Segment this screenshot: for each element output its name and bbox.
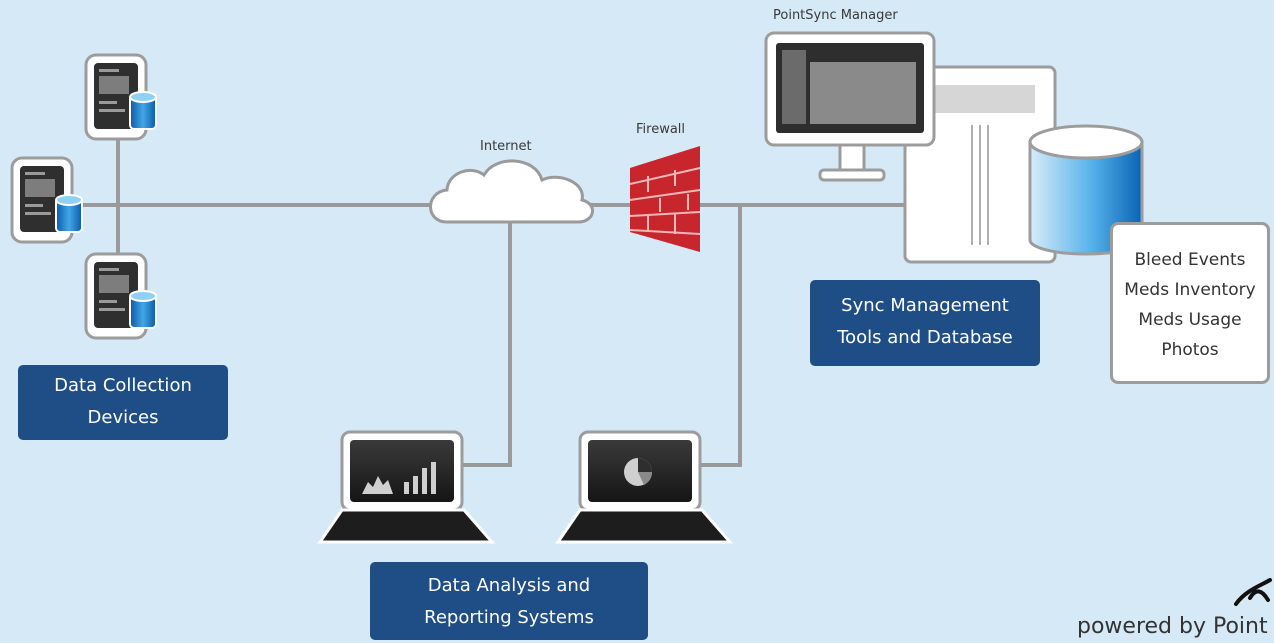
firewall-label: Firewall: [636, 122, 686, 137]
device-bottom: [84, 252, 158, 340]
device-top: [84, 53, 158, 141]
device-middle: [10, 156, 84, 244]
database-item: Meds Inventory: [1124, 280, 1256, 300]
firewall-icon: [629, 146, 701, 252]
internet-label: Internet: [480, 139, 532, 154]
data-analysis-label: Data Analysis and Reporting Systems: [370, 562, 648, 640]
database-item: Meds Usage: [1138, 310, 1242, 330]
chart-screen-icon: [362, 462, 436, 494]
pointsync-manager-label: PointSync Manager: [773, 8, 898, 23]
powered-by-text: powered by Point: [1077, 614, 1268, 639]
data-collection-devices-label: Data Collection Devices: [18, 365, 228, 440]
data-analysis-line-2: Reporting Systems: [424, 607, 594, 628]
pie-chart-screen-icon: [624, 458, 653, 486]
data-analysis-line-1: Data Analysis and: [427, 575, 591, 596]
database-item: Photos: [1161, 340, 1219, 360]
pointsync-logo-mark-icon: [1234, 578, 1272, 606]
database-item: Bleed Events: [1134, 250, 1246, 270]
monitor-icon: [764, 31, 936, 182]
laptop-left: [318, 430, 494, 544]
internet-cloud-icon: [429, 159, 594, 224]
sync-management-label: Sync Management Tools and Database: [810, 280, 1040, 366]
laptop-right: [556, 430, 732, 544]
sync-management-line-2: Tools and Database: [837, 327, 1013, 348]
server-icon: [903, 65, 1057, 264]
sync-management-line-1: Sync Management: [841, 295, 1009, 316]
data-collection-line-2: Devices: [87, 407, 159, 428]
data-collection-line-1: Data Collection: [54, 375, 192, 396]
database-contents-box: Bleed Events Meds Inventory Meds Usage P…: [1110, 222, 1270, 384]
